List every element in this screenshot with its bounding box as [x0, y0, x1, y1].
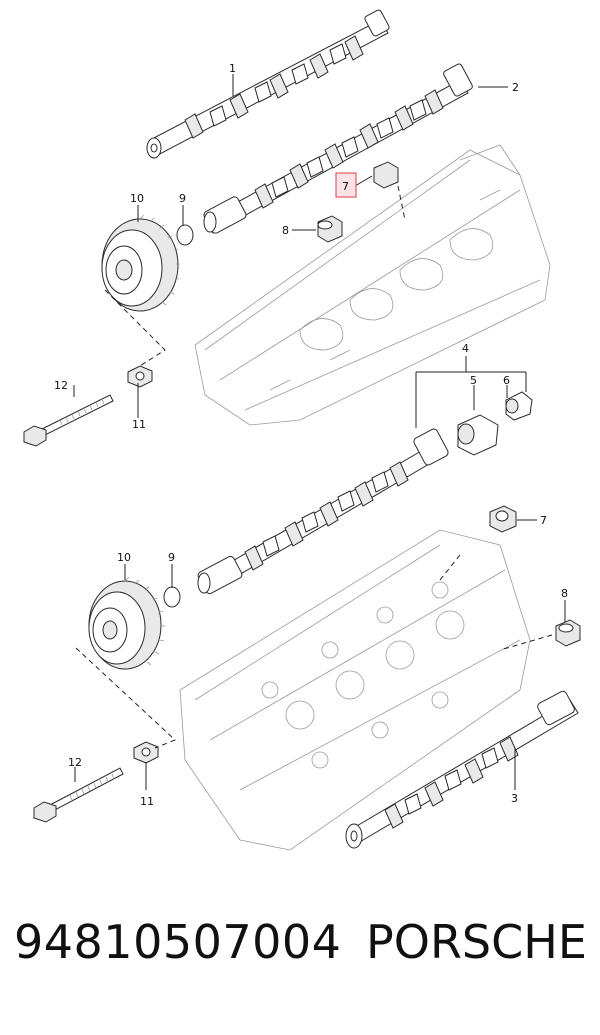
callout-6: 6: [503, 374, 510, 387]
tappet-upper-8: [317, 215, 343, 243]
callout-8-upper: 8: [282, 224, 289, 237]
camshaft-adjuster-sprocket-lower: [88, 576, 165, 670]
camshaft-2: [203, 63, 473, 234]
camshaft-4: [197, 428, 449, 595]
part-6-cap: [505, 391, 533, 421]
callout-3: 3: [511, 792, 518, 805]
dashed-assembly-lines: [75, 185, 553, 749]
nut-upper: [127, 365, 153, 388]
footer: 94810507004 PORSCHE: [0, 915, 600, 1005]
tappet-upper-7: [373, 161, 399, 189]
bolt-upper: [23, 394, 114, 447]
upper-cylinder-head: [194, 144, 551, 426]
callout-10-lower: 10: [117, 551, 131, 564]
o-ring-lower: [163, 586, 181, 608]
cap-lower-7: [489, 505, 517, 533]
callout-11-lower: 11: [140, 795, 154, 808]
callout-11-upper: 11: [132, 418, 146, 431]
callout-10-upper: 10: [130, 192, 144, 205]
callout-5: 5: [470, 374, 477, 387]
lower-cylinder-head: [179, 529, 531, 851]
nut-lower: [133, 741, 159, 764]
callout-12-upper: 12: [54, 379, 68, 392]
callout-2: 2: [512, 81, 519, 94]
o-ring-upper: [176, 224, 194, 246]
callout-7-upper: 7: [342, 180, 349, 193]
callout-12-lower: 12: [68, 756, 82, 769]
callout-4: 4: [462, 342, 469, 355]
camshaft-adjuster-sprocket-upper: [101, 214, 180, 312]
exploded-parts-diagram: 1 2 7 8 9 10 11 12 4 5 6 7 8 9 10 11 12 …: [23, 9, 581, 851]
callout-8-lower: 8: [561, 587, 568, 600]
leader-lines: [73, 74, 566, 790]
tappet-lower-8: [555, 619, 581, 647]
bolt-lower: [33, 767, 124, 823]
callout-9-lower: 9: [168, 551, 175, 564]
callout-7-lower: 7: [540, 514, 547, 527]
part-5-bearing: [457, 414, 499, 456]
callout-1: 1: [229, 62, 236, 75]
camshaft-1: [146, 9, 390, 159]
brand-name: PORSCHE: [366, 915, 587, 969]
part-number: 94810507004: [14, 915, 342, 969]
highlight-box-7: [335, 172, 357, 198]
callout-9-upper: 9: [179, 192, 186, 205]
camshaft-3: [345, 690, 579, 849]
